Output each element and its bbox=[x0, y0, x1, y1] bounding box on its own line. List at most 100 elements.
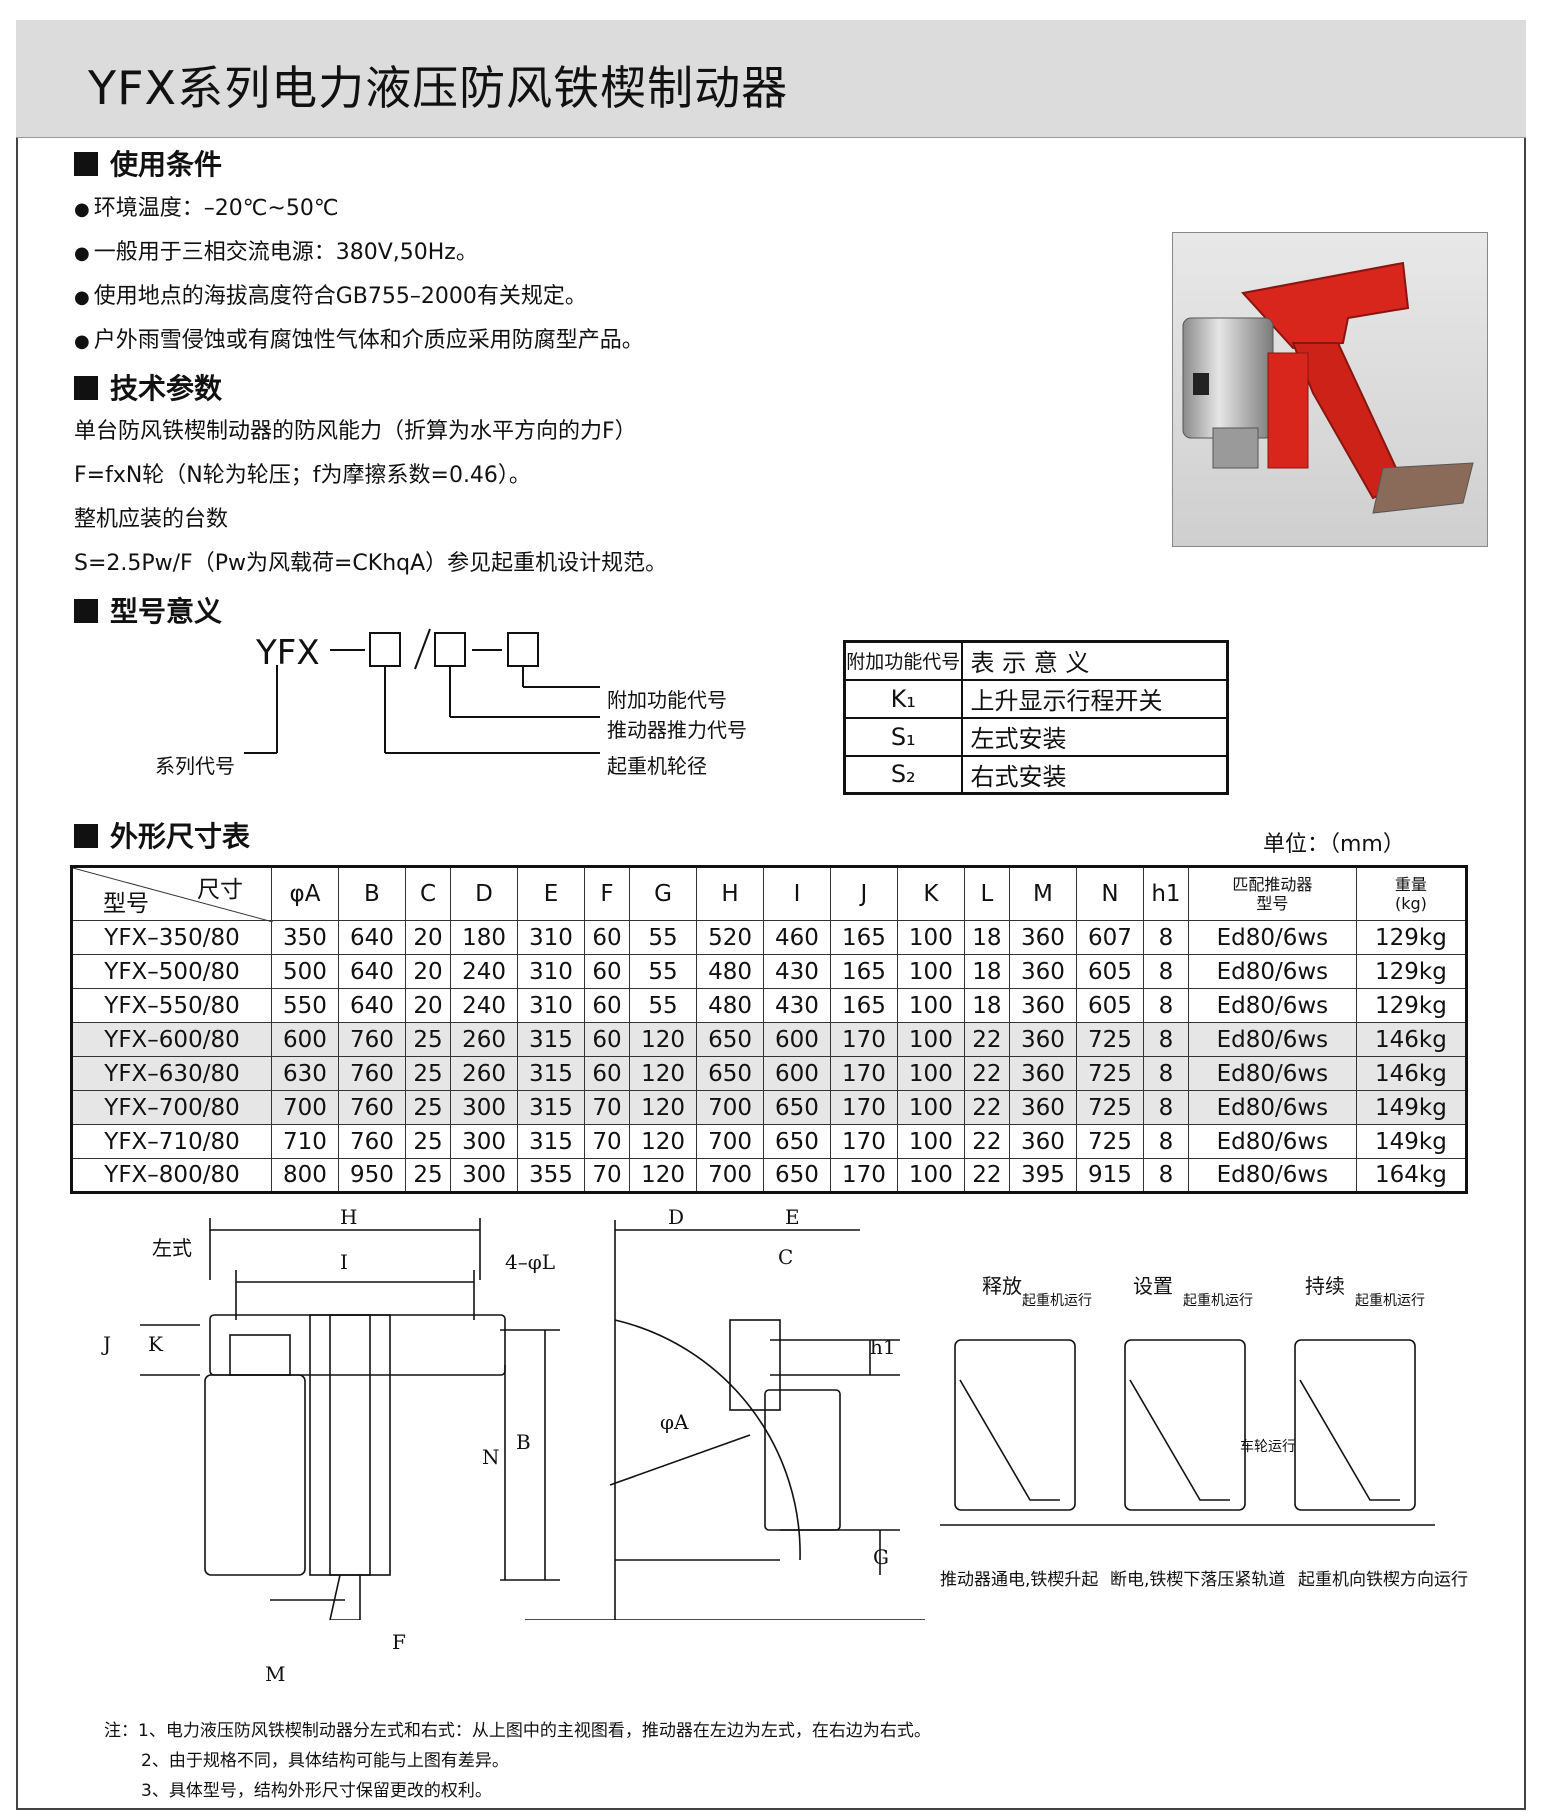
table-cell: YFX–600/80 bbox=[71, 1022, 272, 1057]
table-cell: 360 bbox=[1009, 1090, 1077, 1125]
table-cell: 315 bbox=[517, 1090, 585, 1125]
table-cell: 315 bbox=[517, 1056, 585, 1091]
state-sub: 起重机运行 bbox=[1183, 1293, 1253, 1309]
func-meaning: 上升显示行程开关 bbox=[960, 678, 1229, 719]
table-cell: 650 bbox=[696, 1022, 764, 1057]
table-cell: 650 bbox=[763, 1090, 831, 1125]
state-title: 持续 bbox=[1305, 1274, 1345, 1298]
table-cell: 55 bbox=[629, 988, 698, 1023]
condition-item: ●户外雨雪侵蚀或有腐蚀性气体和介质应采用防腐型产品。 bbox=[74, 328, 644, 353]
table-cell: 60 bbox=[583, 954, 631, 989]
model-series-label: 系列代号 bbox=[155, 754, 235, 778]
table-cell: 315 bbox=[517, 1022, 585, 1057]
table-cell: 170 bbox=[829, 1158, 898, 1193]
column-header: φA bbox=[271, 866, 339, 921]
table-cell: 149kg bbox=[1355, 1090, 1468, 1125]
table-cell: 25 bbox=[404, 1124, 452, 1159]
table-cell: 350 bbox=[271, 920, 339, 955]
table-cell: 55 bbox=[629, 954, 698, 989]
state-title: 释放 bbox=[982, 1274, 1022, 1298]
table-cell: 149kg bbox=[1355, 1124, 1468, 1159]
dim-label-F: F bbox=[392, 1630, 406, 1654]
model-thrust-label: 推动器推力代号 bbox=[607, 718, 747, 742]
table-cell: 950 bbox=[337, 1158, 406, 1193]
table-cell: 120 bbox=[629, 1056, 698, 1091]
title-bar bbox=[16, 20, 1526, 138]
model-prefix: YFX bbox=[256, 633, 320, 673]
note-line: 2、由于规格不同，具体结构可能与上图有差异。 bbox=[141, 1751, 509, 1771]
table-cell: 100 bbox=[896, 1022, 965, 1057]
table-cell: 300 bbox=[450, 1124, 518, 1159]
table-cell: 240 bbox=[450, 954, 518, 989]
model-wheel-label: 起重机轮径 bbox=[607, 754, 707, 778]
func-meaning: 右式安装 bbox=[960, 754, 1229, 795]
func-code: S₁ bbox=[843, 716, 963, 757]
dims-heading: 外形尺寸表 bbox=[110, 820, 251, 853]
table-cell: 800 bbox=[271, 1158, 339, 1193]
table-cell: 70 bbox=[583, 1090, 631, 1125]
model-extra-label: 附加功能代号 bbox=[607, 688, 727, 712]
table-cell: 20 bbox=[404, 988, 452, 1023]
table-cell: 129kg bbox=[1355, 920, 1468, 955]
table-cell: 460 bbox=[763, 920, 831, 955]
table-cell: 310 bbox=[517, 988, 585, 1023]
table-cell: 607 bbox=[1075, 920, 1144, 955]
table-cell: 18 bbox=[963, 988, 1011, 1023]
table-cell: 22 bbox=[963, 1022, 1011, 1057]
table-cell: 60 bbox=[583, 988, 631, 1023]
table-cell: 8 bbox=[1142, 988, 1189, 1023]
column-header: K bbox=[896, 866, 965, 921]
technical-drawing bbox=[140, 1218, 1435, 1620]
column-header: I bbox=[763, 866, 831, 921]
section-dims: 外形尺寸表 bbox=[74, 815, 250, 855]
table-cell: 550 bbox=[271, 988, 339, 1023]
state-sub: 起重机运行 bbox=[1022, 1293, 1092, 1309]
table-cell: 605 bbox=[1075, 954, 1144, 989]
table-cell: 8 bbox=[1142, 1124, 1189, 1159]
dim-label-E: E bbox=[785, 1205, 800, 1229]
column-header: B bbox=[337, 866, 406, 921]
table-cell: 760 bbox=[337, 1022, 406, 1057]
table-cell: Ed80/6ws bbox=[1187, 1056, 1357, 1091]
tech-heading: 技术参数 bbox=[110, 372, 223, 405]
note-line: 3、具体型号，结构外形尺寸保留更改的权利。 bbox=[141, 1781, 492, 1801]
table-cell: 630 bbox=[271, 1056, 339, 1091]
column-header: M bbox=[1009, 866, 1077, 921]
table-cell: Ed80/6ws bbox=[1187, 954, 1357, 989]
table-cell: YFX–800/80 bbox=[71, 1158, 272, 1193]
table-cell: 25 bbox=[404, 1158, 452, 1193]
table-cell: 8 bbox=[1142, 1158, 1189, 1193]
column-header: 重量 (kg) bbox=[1355, 866, 1468, 921]
table-cell: 25 bbox=[404, 1090, 452, 1125]
table-cell: 170 bbox=[829, 1090, 898, 1125]
table-cell: 605 bbox=[1075, 988, 1144, 1023]
table-cell: 100 bbox=[896, 1158, 965, 1193]
table-cell: 360 bbox=[1009, 954, 1077, 989]
table-cell: 22 bbox=[963, 1158, 1011, 1193]
table-cell: 8 bbox=[1142, 1056, 1189, 1091]
table-cell: YFX–350/80 bbox=[71, 920, 272, 955]
condition-item: ●环境温度：–20℃~50℃ bbox=[74, 196, 339, 221]
section-tech: 技术参数 bbox=[74, 367, 222, 407]
dim-label-I: I bbox=[340, 1250, 348, 1274]
dim-label-H: H bbox=[340, 1205, 358, 1229]
table-cell: 725 bbox=[1075, 1090, 1144, 1125]
table-cell: 360 bbox=[1009, 1124, 1077, 1159]
table-cell: 300 bbox=[450, 1158, 518, 1193]
table-cell: 500 bbox=[271, 954, 339, 989]
state-caption: 起重机向铁楔方向运行 bbox=[1298, 1570, 1468, 1590]
table-cell: 100 bbox=[896, 954, 965, 989]
table-cell: Ed80/6ws bbox=[1187, 1022, 1357, 1057]
table-cell: 25 bbox=[404, 1056, 452, 1091]
table-cell: 18 bbox=[963, 920, 1011, 955]
table-cell: 520 bbox=[696, 920, 764, 955]
table-cell: 480 bbox=[696, 954, 764, 989]
column-header: E bbox=[517, 866, 585, 921]
table-cell: 22 bbox=[963, 1056, 1011, 1091]
product-photo bbox=[1172, 232, 1488, 547]
